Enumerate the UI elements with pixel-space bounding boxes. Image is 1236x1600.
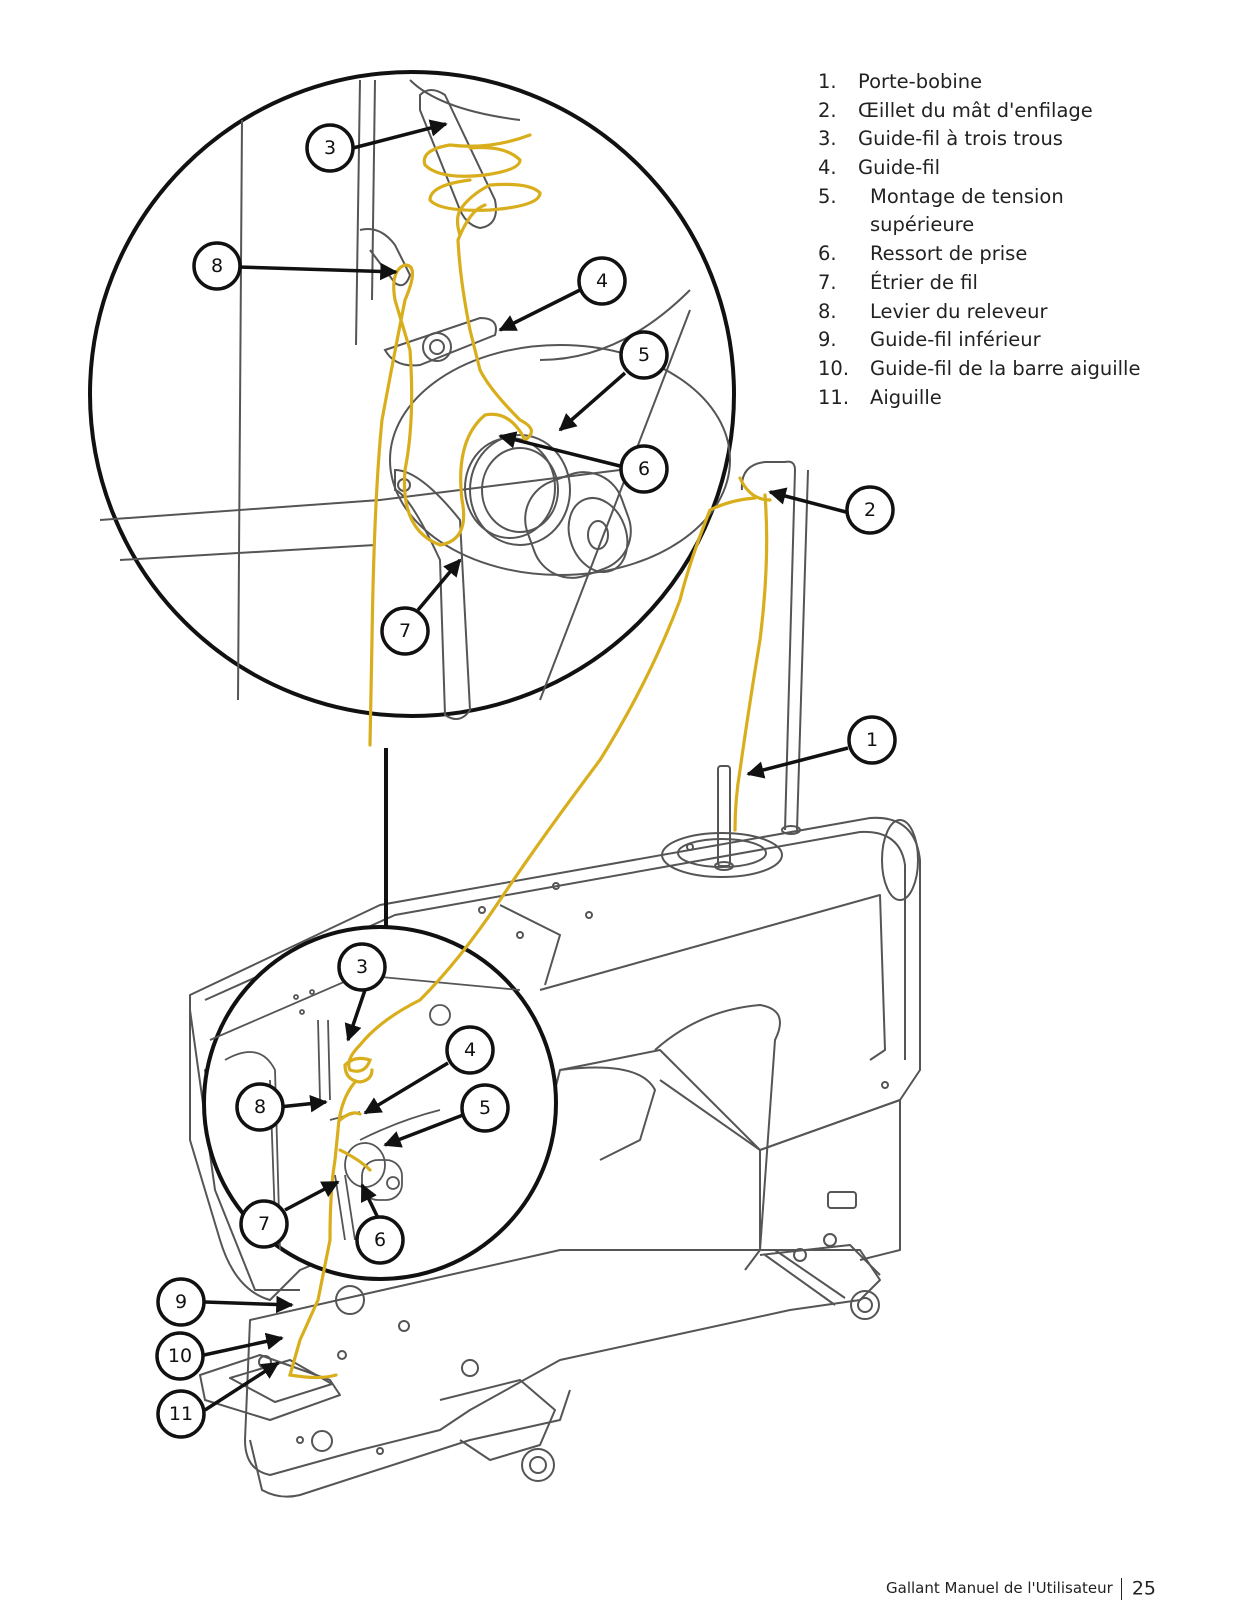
callout-zoom-4: 4 (577, 256, 627, 306)
legend-item: 7.Étrier de fil (818, 269, 1218, 298)
legend-item: 3.Guide-fil à trois trous (818, 125, 1218, 154)
legend-label: Guide-fil inférieur (870, 328, 1041, 352)
zoom-detail-drawing (99, 79, 731, 720)
legend-label: Aiguille (870, 385, 942, 409)
svg-text:2: 2 (864, 499, 876, 521)
svg-text:7: 7 (399, 620, 411, 642)
svg-text:3: 3 (356, 956, 368, 978)
callout-small-4: 4 (445, 1025, 495, 1075)
svg-text:4: 4 (596, 270, 608, 292)
callout-9: 9 (156, 1277, 206, 1327)
page-number: 25 (1131, 1577, 1156, 1600)
svg-text:1: 1 (866, 729, 878, 751)
callout-small-6: 6 (355, 1215, 405, 1265)
callout-zoom-7: 7 (380, 606, 430, 656)
footer-divider (1120, 1577, 1122, 1600)
callout-2: 2 (845, 485, 895, 535)
parts-legend: 1.Porte-bobine 2.Œillet du mât d'enfilag… (818, 68, 1218, 412)
svg-text:6: 6 (638, 458, 650, 480)
legend-label: Montage de tension supérieure (870, 184, 1064, 237)
legend-item: 2.Œillet du mât d'enfilage (818, 97, 1218, 126)
svg-text:8: 8 (254, 1096, 266, 1118)
legend-item: 1.Porte-bobine (818, 68, 1218, 97)
callout-small-7: 7 (239, 1199, 289, 1249)
legend-label: Étrier de fil (870, 270, 978, 294)
svg-text:5: 5 (479, 1097, 491, 1119)
legend-item: 9.Guide-fil inférieur (818, 326, 1218, 355)
legend-item: 6.Ressort de prise (818, 240, 1218, 269)
svg-text:7: 7 (258, 1213, 270, 1235)
svg-text:5: 5 (638, 344, 650, 366)
legend-label: Ressort de prise (870, 242, 1028, 266)
svg-text:9: 9 (175, 1291, 187, 1313)
callout-zoom-8: 8 (192, 241, 242, 291)
legend-label: Guide-fil (858, 156, 940, 180)
svg-text:11: 11 (169, 1403, 193, 1425)
legend-label: Guide-fil de la barre aiguille (870, 356, 1141, 380)
callout-badges: 1 2 3 8 4 5 6 7 3 4 5 8 7 6 9 10 11 (155, 123, 897, 1439)
svg-text:10: 10 (168, 1345, 192, 1367)
thread-path (287, 133, 772, 1380)
manual-title: Gallant Manuel de l'Utilisateur (886, 1579, 1113, 1597)
callout-zoom-3: 3 (305, 123, 355, 173)
legend-label: Guide-fil à trois trous (858, 127, 1063, 151)
legend-item: 4.Guide-fil (818, 154, 1218, 183)
callout-zoom-6: 6 (619, 444, 669, 494)
legend-item: 11.Aiguille (818, 384, 1218, 413)
legend-item: 5.Montage de tension supérieure (818, 183, 1218, 240)
svg-text:3: 3 (324, 137, 336, 159)
callout-small-5: 5 (460, 1083, 510, 1133)
legend-item: 8.Levier du releveur (818, 298, 1218, 327)
legend-label: Porte-bobine (858, 70, 983, 93)
callout-arrows (203, 119, 849, 1412)
legend-label: Levier du releveur (870, 299, 1048, 323)
svg-text:6: 6 (374, 1229, 386, 1251)
svg-text:8: 8 (211, 255, 223, 277)
svg-text:4: 4 (464, 1039, 476, 1061)
callout-small-8: 8 (235, 1082, 285, 1132)
callout-1: 1 (847, 715, 897, 765)
legend-item: 10.Guide-fil de la barre aiguille (818, 355, 1218, 384)
page-footer: Gallant Manuel de l'Utilisateur 25 (886, 1577, 1156, 1600)
legend-label: Œillet du mât d'enfilage (858, 98, 1093, 122)
callout-small-3: 3 (337, 942, 387, 992)
callout-zoom-5: 5 (619, 330, 669, 380)
sewing-machine-drawing (189, 460, 921, 1498)
callout-10: 10 (155, 1331, 205, 1381)
callout-11: 11 (156, 1389, 206, 1439)
